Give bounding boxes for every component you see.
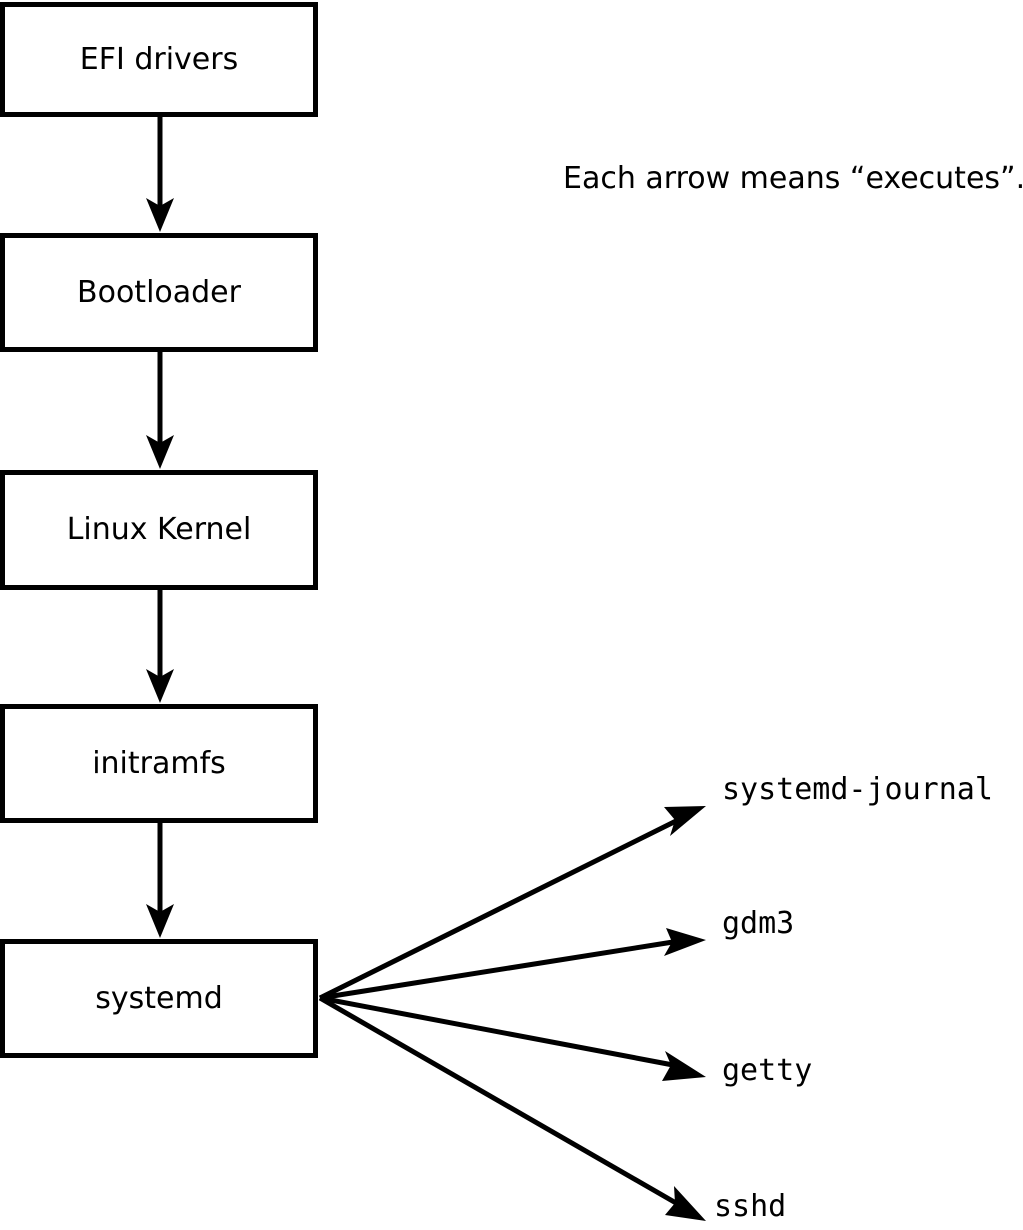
node-box-linux-kernel[interactable]: Linux Kernel xyxy=(0,470,318,590)
fanout-arrow-systemd-journal xyxy=(318,806,706,1001)
leaf-label-gdm3[interactable]: gdm3 xyxy=(722,906,795,941)
fanout-arrow-sshd xyxy=(318,995,706,1221)
node-box-bootloader[interactable]: Bootloader xyxy=(0,233,318,352)
node-label-efi-drivers: EFI drivers xyxy=(79,41,239,77)
chain-arrow-kernel-to-initramfs xyxy=(146,590,174,703)
node-label-linux-kernel: Linux Kernel xyxy=(66,512,252,547)
chain-arrow-efi-to-bootloader xyxy=(146,117,174,232)
chain-arrow-initramfs-to-systemd xyxy=(146,823,174,938)
leaf-label-getty[interactable]: getty xyxy=(722,1053,813,1088)
chain-arrow-bootloader-to-kernel xyxy=(146,352,174,469)
node-box-initramfs[interactable]: initramfs xyxy=(0,704,318,823)
legend-caption: Each arrow means “executes”. xyxy=(563,161,1023,196)
node-box-systemd[interactable]: systemd xyxy=(0,939,318,1058)
node-box-efi-drivers[interactable]: EFI drivers xyxy=(0,2,318,117)
node-label-initramfs: initramfs xyxy=(92,745,226,781)
leaf-label-sshd[interactable]: sshd xyxy=(714,1189,787,1224)
fanout-arrow-getty xyxy=(319,995,706,1081)
leaf-label-systemd-journal[interactable]: systemd-journal xyxy=(722,772,993,807)
node-label-bootloader: Bootloader xyxy=(77,274,241,310)
node-label-systemd: systemd xyxy=(95,980,223,1016)
fanout-arrow-gdm3 xyxy=(319,928,706,1001)
